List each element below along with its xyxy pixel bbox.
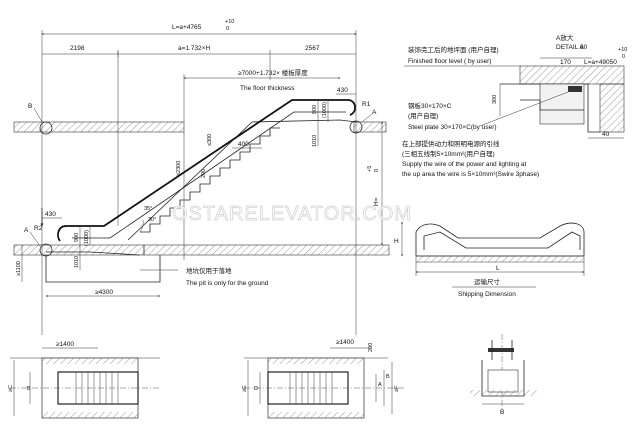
detail-floor-cn: 装饰完工后的地坪面 (用户自理) bbox=[408, 45, 499, 54]
detail-marker-lower bbox=[39, 243, 53, 257]
detail-length: L=a+49050 bbox=[584, 59, 617, 66]
lower-1000: (1000) bbox=[84, 230, 90, 246]
plan-left-1400: ≥1400 bbox=[56, 341, 74, 348]
dim-200: 200 bbox=[201, 169, 207, 178]
lower-floor-slab-left bbox=[13, 244, 145, 256]
left-end-dimension: 2198 bbox=[70, 45, 85, 52]
shipping-L-label: L bbox=[496, 265, 500, 272]
label-A-right: A bbox=[372, 109, 377, 116]
plan-mid-1400: ≥1400 bbox=[336, 339, 354, 346]
height-label: H= bbox=[373, 197, 380, 206]
section-view-right: B bbox=[470, 334, 538, 416]
upper-step-height-1: 900 bbox=[312, 105, 318, 114]
overall-tolerance-top: +10 bbox=[225, 19, 234, 25]
plan-mid-F: ≥F bbox=[394, 385, 400, 392]
upper-extension-dim: 430 bbox=[337, 87, 348, 94]
dim-1100: ≥1100 bbox=[16, 261, 22, 276]
overall-length-text: L=a+4765 bbox=[172, 24, 202, 31]
step-riser-dimension: ≤300 bbox=[207, 134, 213, 146]
detail-wire-en1: Supply the wire of the power and lightin… bbox=[402, 161, 526, 168]
handrail-outer bbox=[57, 99, 356, 242]
plan-mid-A: A bbox=[378, 382, 382, 388]
plan-view-middle: ≥1400 200 ≥E D A ≥F B bbox=[242, 339, 404, 419]
height-tol-top: +5 bbox=[367, 166, 373, 172]
detail-plate-cn2: (用户自理) bbox=[408, 111, 438, 120]
detail-length-tol-top: +10 bbox=[618, 47, 627, 53]
middle-span-dimension: a=1.732×H bbox=[178, 45, 210, 52]
floor-thickness-cn: ≥7000+1.732× 楼板厚度 bbox=[238, 68, 308, 77]
shipping-H-label: H bbox=[394, 238, 399, 245]
shipping-view: H L 运输尺寸 Shipping Dimension bbox=[394, 221, 585, 298]
truss-bottom-lower bbox=[46, 251, 141, 256]
lower-1010: 1010 bbox=[74, 256, 80, 268]
pit-note-en: The pit is only for the ground bbox=[186, 280, 269, 287]
detail-length-tol-bottom: 0 bbox=[622, 54, 625, 60]
pit-length-dimension: ≥4300 bbox=[95, 289, 113, 296]
detail-floor-en: Finished floor level ( by user) bbox=[408, 58, 491, 65]
right-end-dimension: 2567 bbox=[305, 45, 320, 52]
shipping-ground bbox=[415, 255, 585, 263]
lower-floor-slab-right bbox=[143, 244, 390, 256]
plan-left-B: B bbox=[27, 386, 31, 392]
shipping-caption-cn: 运输尺寸 bbox=[474, 277, 501, 286]
plan-left-C: ≥C bbox=[8, 385, 14, 392]
floor-thickness-en: The floor thickness bbox=[240, 85, 295, 92]
detail-concrete-side bbox=[599, 83, 625, 133]
plan-view-left: ≥1400 ≥C B bbox=[8, 341, 160, 419]
height-tol-bottom: 0 bbox=[374, 169, 380, 172]
watermark: OSTARELEVATOR.COM bbox=[172, 203, 412, 225]
detail-dim-60: 60 bbox=[580, 44, 588, 51]
step-depth-dimension: 400 bbox=[238, 141, 249, 148]
handrail-inner bbox=[72, 111, 346, 239]
shipping-truss-outline bbox=[415, 222, 585, 257]
plan-mid-200: 200 bbox=[368, 343, 374, 352]
detail-concrete-top bbox=[519, 65, 625, 85]
pit-outline bbox=[45, 255, 161, 283]
upper-floor-slab-right bbox=[353, 121, 387, 133]
detail-wire-en2: the up area the wire is 5×10mm²(Swire 3p… bbox=[402, 171, 539, 178]
detail-marker-upper bbox=[349, 120, 363, 134]
detail-a: A放大 DETAIL A 60 170 L=a+49050 +10 0 装饰完工… bbox=[402, 33, 627, 178]
dim-2300: ≥2300 bbox=[176, 161, 182, 176]
overall-tolerance-bottom: 0 bbox=[226, 26, 229, 32]
detail-dim-40: 40 bbox=[602, 131, 610, 138]
shipping-caption-en: Shipping Dimension bbox=[458, 291, 516, 298]
detail-title-cn: A放大 bbox=[556, 33, 574, 42]
label-B: B bbox=[28, 103, 32, 110]
label-R2: R2 bbox=[34, 225, 43, 232]
detail-plate-en: Steel plate 30×170×C(by user) bbox=[408, 124, 497, 131]
angle-35: 35° bbox=[144, 206, 152, 212]
plan-mid-E: ≥E bbox=[242, 385, 248, 392]
label-R1: R1 bbox=[362, 101, 371, 108]
section-marker-B bbox=[39, 121, 53, 135]
upper-step-height-2: (1000) bbox=[322, 102, 328, 118]
section-B: B bbox=[500, 409, 504, 416]
angle-30: 30° bbox=[148, 217, 156, 223]
lower-extension-dim: 430 bbox=[45, 211, 56, 218]
step-profile bbox=[140, 127, 280, 233]
detail-wire-cn1: 在上部提供动力和照明电源的引线 bbox=[402, 139, 500, 148]
detail-title-en: DETAIL A bbox=[556, 44, 584, 51]
main-elevation: L=a+4765 +10 0 2198 a=1.732×H 2567 ≥7000… bbox=[13, 19, 412, 335]
detail-steel-plate bbox=[568, 86, 582, 92]
detail-wire-cn2: (三相五线制5×10mm²(用户自理) bbox=[402, 149, 495, 158]
upper-1010: 1010 bbox=[312, 135, 318, 147]
upper-floor-slab-left bbox=[13, 121, 185, 133]
detail-plate-cn: 钢板30×170×C bbox=[408, 101, 452, 110]
plan-mid-B: B bbox=[386, 374, 390, 380]
plan-mid-D: D bbox=[254, 386, 258, 392]
truss-bottom-upper bbox=[251, 119, 357, 123]
pit-note-cn: 地坑仅用于落地 bbox=[186, 266, 232, 275]
section-truss bbox=[487, 369, 519, 393]
lower-900: 900 bbox=[74, 233, 80, 242]
label-A-left: A bbox=[24, 227, 29, 234]
detail-dim-170: 170 bbox=[560, 59, 571, 66]
detail-dim-300: 300 bbox=[492, 95, 498, 104]
